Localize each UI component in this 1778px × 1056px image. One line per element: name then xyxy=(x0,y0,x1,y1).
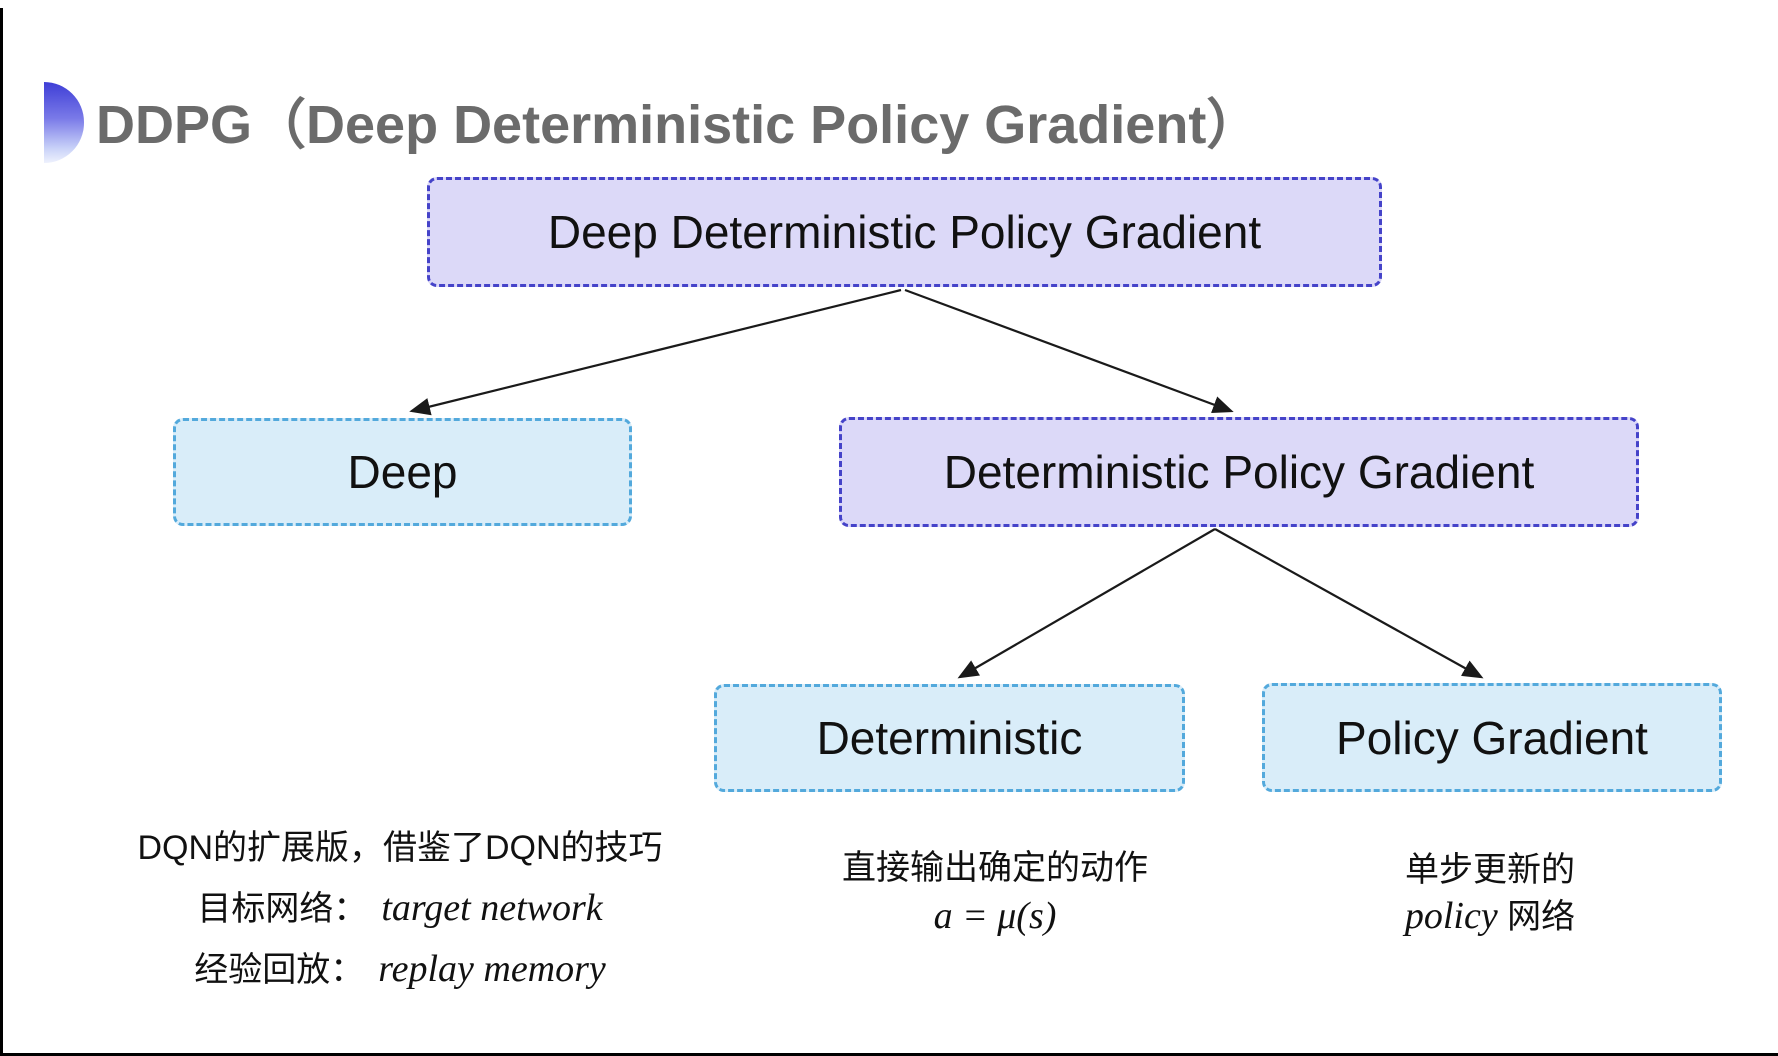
note-deterministic-line1: 直接输出确定的动作 xyxy=(842,849,1148,887)
arrow-root-to-dpg xyxy=(904,288,1234,413)
note-deep-line3-label: 经验回放： xyxy=(194,951,365,989)
note-policy-gradient-suffix: 网络 xyxy=(1497,898,1576,936)
node-policy-gradient: Policy Gradient xyxy=(1262,683,1722,792)
screen-edge-left xyxy=(0,8,3,1056)
note-deep-line1: DQN的扩展版，借鉴了DQN的技巧 xyxy=(137,829,663,867)
note-deep-line2-label: 目标网络： xyxy=(197,890,368,928)
node-label: Deep xyxy=(347,446,458,498)
arrow-dpg-to-deterministic xyxy=(957,528,1216,679)
note-deep-line3-term: replay memory xyxy=(378,948,606,990)
arrow-dpg-to-policy-gradient xyxy=(1214,528,1484,679)
arrow-root-to-deep xyxy=(409,288,902,416)
node-label: Deterministic Policy Gradient xyxy=(943,446,1535,498)
page-title: DDPG（Deep Deterministic Policy Gradient） xyxy=(96,95,1261,155)
note-deterministic-formula: a = μ(s) xyxy=(933,895,1057,937)
node-label: Deep Deterministic Policy Gradient xyxy=(547,206,1262,258)
node-deep: Deep xyxy=(173,418,632,526)
note-deep-line2-term: target network xyxy=(381,887,603,929)
node-label: Policy Gradient xyxy=(1336,711,1648,764)
note-policy-gradient-line1: 单步更新的 xyxy=(1405,851,1575,889)
screen-edge-bottom xyxy=(0,1053,1778,1056)
note-deep-line2: 目标网络： target network xyxy=(197,886,602,931)
note-deep: DQN的扩展版，借鉴了DQN的技巧 目标网络： target network 经验… xyxy=(120,826,680,992)
note-policy-gradient-line2: policy 网络 xyxy=(1405,892,1575,940)
node-deterministic: Deterministic xyxy=(714,684,1185,792)
note-policy-gradient-term: policy xyxy=(1404,895,1498,937)
note-deterministic: 直接输出确定的动作 a = μ(s) xyxy=(770,846,1220,940)
node-deep-deterministic-policy-gradient: Deep Deterministic Policy Gradient xyxy=(427,177,1382,287)
note-policy-gradient: 单步更新的 policy 网络 xyxy=(1290,848,1690,940)
node-label: Deterministic xyxy=(816,712,1083,764)
note-deep-line3: 经验回放： replay memory xyxy=(194,947,606,992)
node-deterministic-policy-gradient: Deterministic Policy Gradient xyxy=(839,417,1639,527)
title-bullet-icon xyxy=(44,82,84,163)
